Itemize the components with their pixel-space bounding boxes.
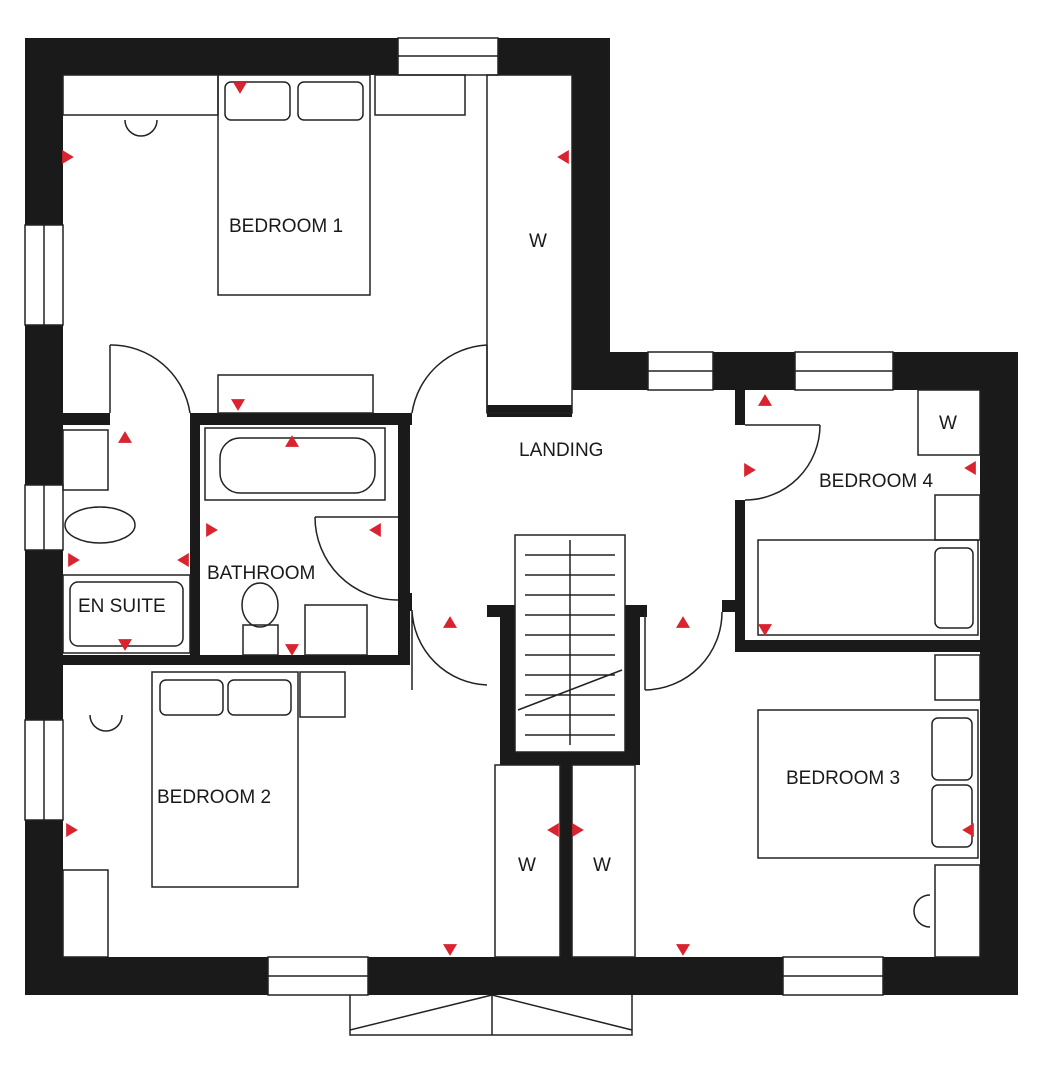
label-bedroom-2: BEDROOM 2 bbox=[157, 787, 271, 808]
marker-triangle bbox=[547, 823, 559, 837]
label-en-suite: EN SUITE bbox=[78, 596, 166, 617]
label-bathroom: BATHROOM bbox=[207, 563, 315, 584]
marker-triangle bbox=[62, 150, 74, 164]
outer-wall bbox=[25, 38, 1018, 995]
marker-triangle bbox=[962, 823, 974, 837]
windows bbox=[24, 37, 894, 1036]
label-wardrobe-bedroom-1: W bbox=[529, 231, 547, 252]
marker-triangle bbox=[68, 553, 80, 567]
marker-triangle bbox=[231, 399, 245, 411]
label-landing: LANDING bbox=[519, 440, 603, 461]
marker-triangle bbox=[443, 944, 457, 956]
marker-triangle bbox=[369, 523, 381, 537]
marker-triangle bbox=[744, 463, 756, 477]
label-bedroom-1: BEDROOM 1 bbox=[229, 216, 343, 237]
marker-triangle bbox=[233, 82, 247, 94]
doors bbox=[109, 344, 821, 691]
furniture bbox=[62, 74, 981, 958]
marker-triangle bbox=[557, 150, 569, 164]
label-wardrobe-bedroom-2: W bbox=[518, 855, 536, 876]
label-wardrobe-bedroom-3: W bbox=[593, 855, 611, 876]
marker-triangle bbox=[285, 644, 299, 656]
marker-triangle bbox=[676, 616, 690, 628]
room-labels: BEDROOM 1 W LANDING BEDROOM 4 W BATHROOM… bbox=[78, 216, 957, 876]
marker-triangle bbox=[118, 431, 132, 443]
label-bedroom-3: BEDROOM 3 bbox=[786, 768, 900, 789]
marker-triangle bbox=[66, 823, 78, 837]
marker-triangle bbox=[177, 553, 189, 567]
marker-triangle bbox=[572, 823, 584, 837]
label-wardrobe-bedroom-4: W bbox=[939, 413, 957, 434]
marker-triangle bbox=[118, 639, 132, 651]
marker-triangle bbox=[964, 461, 976, 475]
marker-triangle bbox=[676, 944, 690, 956]
marker-triangle bbox=[206, 523, 218, 537]
marker-triangle bbox=[758, 624, 772, 636]
label-bedroom-4: BEDROOM 4 bbox=[819, 471, 933, 492]
electrical-markers bbox=[62, 82, 976, 956]
marker-triangle bbox=[443, 616, 457, 628]
bay-window bbox=[349, 994, 633, 1036]
interior-walls bbox=[63, 390, 980, 957]
marker-triangle bbox=[758, 394, 772, 406]
marker-triangle bbox=[285, 435, 299, 447]
